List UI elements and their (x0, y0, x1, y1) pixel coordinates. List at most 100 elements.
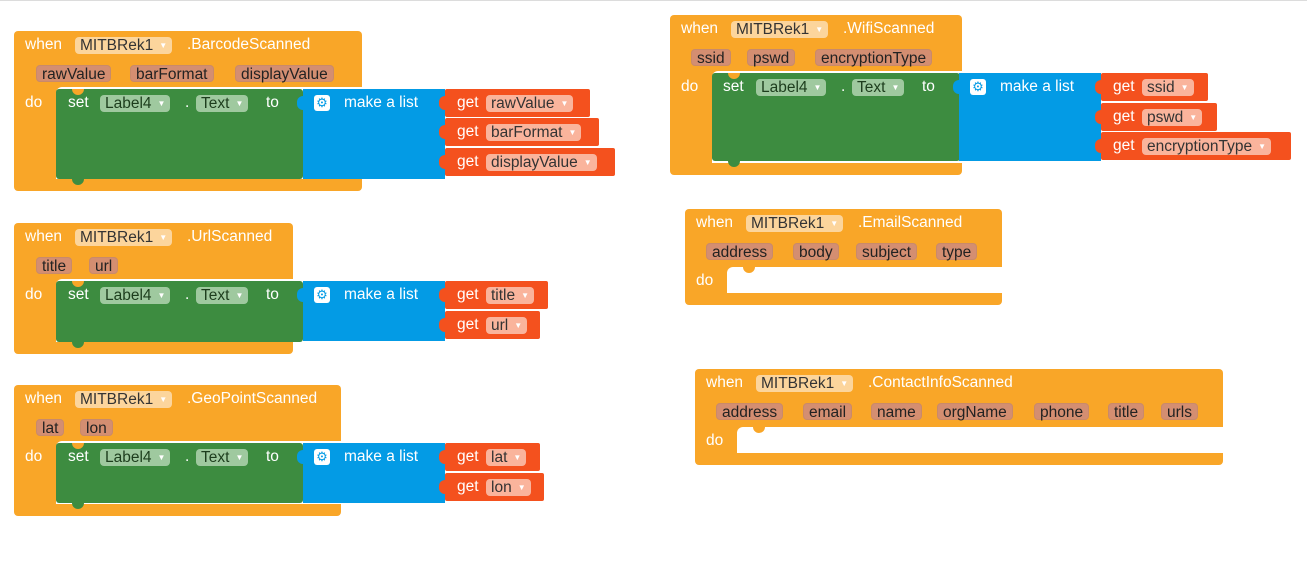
dropdown-arrow-icon: ▼ (830, 219, 839, 228)
event-parameter[interactable]: title (1108, 403, 1145, 421)
event-parameter[interactable]: url (89, 257, 119, 275)
dot-separator: . (185, 286, 190, 303)
event-parameter[interactable]: address (716, 403, 784, 421)
component-dropdown[interactable]: MITBRek1▼ (75, 229, 173, 246)
component-dropdown[interactable]: MITBRek1▼ (746, 215, 844, 232)
component-dropdown[interactable]: Label4▼ (100, 95, 171, 112)
dropdown-arrow-icon: ▼ (157, 99, 166, 108)
event-parameter[interactable]: ssid (691, 49, 731, 67)
dropdown-arrow-icon: ▼ (235, 453, 244, 462)
variable-dropdown[interactable]: ssid▼ (1142, 79, 1194, 96)
event-parameter[interactable]: lat (36, 419, 65, 437)
when-keyword: when (706, 374, 744, 391)
variable-dropdown[interactable]: displayValue▼ (486, 154, 597, 171)
event-name: .BarcodeScanned (187, 36, 311, 53)
component-dropdown[interactable]: MITBRek1▼ (75, 391, 173, 408)
gear-icon[interactable]: ⚙ (314, 95, 330, 111)
dropdown-arrow-icon: ▼ (891, 83, 900, 92)
dropdown-arrow-icon: ▼ (514, 321, 523, 330)
when-keyword: when (696, 214, 734, 231)
event-parameter[interactable]: phone (1034, 403, 1090, 421)
to-keyword: to (266, 286, 279, 303)
to-keyword: to (266, 448, 279, 465)
variable-dropdown[interactable]: url▼ (486, 317, 528, 334)
variable-dropdown[interactable]: pswd▼ (1142, 109, 1203, 126)
event-parameter[interactable]: barFormat (130, 65, 214, 83)
event-parameter[interactable]: pswd (747, 49, 796, 67)
variable-dropdown[interactable]: rawValue▼ (486, 95, 574, 112)
event-parameter[interactable]: encryptionType (815, 49, 933, 67)
do-keyword: do (25, 448, 43, 465)
get-keyword: get (1113, 137, 1135, 154)
when-keyword: when (25, 36, 63, 53)
variable-dropdown[interactable]: title▼ (486, 287, 535, 304)
dropdown-arrow-icon: ▼ (157, 291, 166, 300)
event-parameter[interactable]: lon (80, 419, 113, 437)
component-dropdown[interactable]: Label4▼ (100, 449, 171, 466)
event-name: .GeoPointScanned (187, 390, 318, 407)
event-parameter[interactable]: title (36, 257, 73, 275)
dropdown-arrow-icon: ▼ (235, 291, 244, 300)
do-keyword: do (681, 78, 699, 95)
get-keyword: get (457, 123, 479, 140)
component-dropdown[interactable]: MITBRek1▼ (75, 37, 173, 54)
dropdown-arrow-icon: ▼ (815, 25, 824, 34)
property-dropdown[interactable]: Text▼ (196, 95, 249, 112)
event-parameter[interactable]: displayValue (235, 65, 334, 83)
event-parameter[interactable]: subject (856, 243, 918, 261)
get-keyword: get (457, 448, 479, 465)
dropdown-arrow-icon: ▼ (159, 233, 168, 242)
dropdown-arrow-icon: ▼ (568, 128, 577, 137)
dot-separator: . (185, 448, 190, 465)
event-parameter[interactable]: orgName (937, 403, 1013, 421)
dropdown-arrow-icon: ▼ (1189, 113, 1198, 122)
get-keyword: get (457, 153, 479, 170)
dropdown-arrow-icon: ▼ (813, 83, 822, 92)
gear-icon[interactable]: ⚙ (970, 79, 986, 95)
dot-separator: . (841, 78, 846, 95)
event-parameter[interactable]: address (706, 243, 774, 261)
dropdown-arrow-icon: ▼ (159, 395, 168, 404)
when-keyword: when (681, 20, 719, 37)
dropdown-arrow-icon: ▼ (513, 453, 522, 462)
event-name: .WifiScanned (843, 20, 935, 37)
event-parameter[interactable]: name (871, 403, 922, 421)
get-keyword: get (1113, 78, 1135, 95)
variable-dropdown[interactable]: barFormat▼ (486, 124, 582, 141)
component-dropdown[interactable]: Label4▼ (100, 287, 171, 304)
component-dropdown[interactable]: Label4▼ (756, 79, 827, 96)
set-keyword: set (68, 286, 89, 303)
do-keyword: do (25, 94, 43, 111)
component-dropdown[interactable]: MITBRek1▼ (731, 21, 829, 38)
event-parameter[interactable]: rawValue (36, 65, 112, 83)
dropdown-arrow-icon: ▼ (560, 99, 569, 108)
dropdown-arrow-icon: ▼ (235, 99, 244, 108)
get-keyword: get (1113, 108, 1135, 125)
property-dropdown[interactable]: Text▼ (196, 449, 249, 466)
event-parameter[interactable]: type (936, 243, 978, 261)
variable-dropdown[interactable]: encryptionType▼ (1142, 138, 1272, 155)
property-dropdown[interactable]: Text▼ (852, 79, 905, 96)
gear-icon[interactable]: ⚙ (314, 287, 330, 303)
event-parameter[interactable]: email (803, 403, 853, 421)
variable-dropdown[interactable]: lat▼ (486, 449, 527, 466)
get-keyword: get (457, 316, 479, 333)
get-keyword: get (457, 286, 479, 303)
dropdown-arrow-icon: ▼ (521, 291, 530, 300)
dropdown-arrow-icon: ▼ (1180, 83, 1189, 92)
do-keyword: do (25, 286, 43, 303)
component-dropdown[interactable]: MITBRek1▼ (756, 375, 854, 392)
dropdown-arrow-icon: ▼ (157, 453, 166, 462)
event-parameter[interactable]: body (793, 243, 839, 261)
dropdown-arrow-icon: ▼ (517, 483, 526, 492)
do-keyword: do (696, 272, 714, 289)
event-parameter[interactable]: urls (1161, 403, 1198, 421)
when-keyword: when (25, 228, 63, 245)
dropdown-arrow-icon: ▼ (583, 158, 592, 167)
variable-dropdown[interactable]: lon▼ (486, 479, 531, 496)
gear-icon[interactable]: ⚙ (314, 449, 330, 465)
property-dropdown[interactable]: Text▼ (196, 287, 249, 304)
dropdown-arrow-icon: ▼ (840, 379, 849, 388)
event-name: .UrlScanned (187, 228, 273, 245)
